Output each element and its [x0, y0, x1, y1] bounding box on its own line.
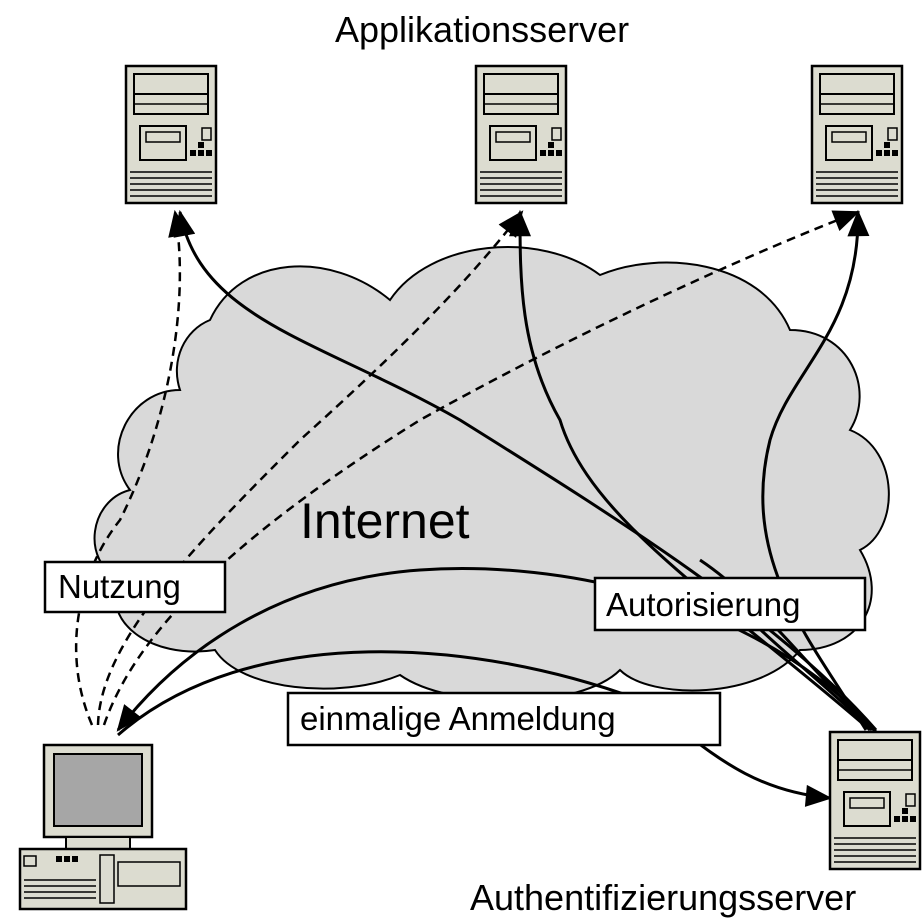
single-sign-on-arrows: [116, 567, 878, 807]
single-sign-on-label: einmalige Anmeldung: [300, 700, 616, 737]
server-icon: [810, 64, 904, 205]
authentication-server-title: Authentifizierungsserver: [470, 877, 856, 918]
authorization-label: Autorisierung: [606, 586, 800, 623]
server-icon: [474, 64, 568, 205]
server-icon: [124, 64, 218, 205]
usage-arrows: [75, 209, 861, 726]
authorization-label-box: Autorisierung: [593, 576, 867, 632]
authentication-server: [828, 730, 922, 871]
workstation-icon: [18, 743, 188, 911]
internet-cloud: [93, 246, 890, 702]
application-server-2: [474, 64, 568, 205]
cloud-label: Internet: [300, 493, 470, 549]
application-servers-title: Applikationsserver: [335, 9, 629, 50]
usage-label: Nutzung: [58, 568, 181, 605]
server-icon: [828, 730, 922, 871]
usage-label-box: Nutzung: [43, 560, 227, 614]
application-server-3: [810, 64, 904, 205]
application-server-1: [124, 64, 218, 205]
single-sign-on-label-box: einmalige Anmeldung: [286, 691, 722, 747]
